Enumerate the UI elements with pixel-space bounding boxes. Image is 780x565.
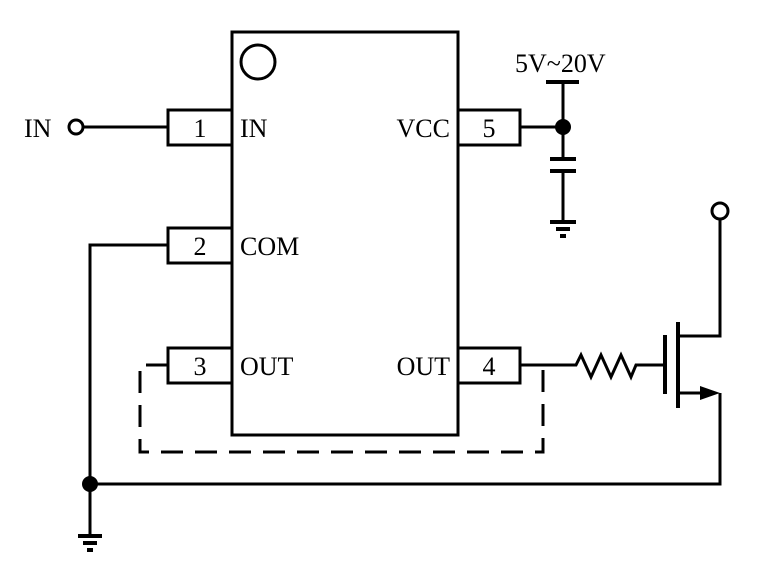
output-terminal	[710, 201, 730, 221]
pin-2-name: COM	[240, 232, 299, 261]
pin-1-number: 1	[194, 114, 207, 143]
pin-1: 1 IN	[166, 108, 268, 147]
input-terminal-label: IN	[24, 114, 52, 143]
capacitor-icon	[550, 157, 576, 173]
pin-3-number: 3	[194, 352, 207, 381]
input-terminal	[67, 118, 85, 136]
pin-5-name: VCC	[397, 114, 450, 143]
ground-icon	[78, 534, 102, 552]
pin-4-name: OUT	[397, 352, 451, 381]
pin-2: 2 COM	[166, 226, 299, 265]
ground-icon	[550, 220, 576, 238]
pin-5: 5 VCC	[397, 108, 522, 147]
pin-4-number: 4	[483, 352, 496, 381]
pin-4: 4 OUT	[397, 346, 522, 385]
pin-5-number: 5	[483, 114, 496, 143]
pin1-marker	[239, 43, 277, 81]
pin-3-name: OUT	[240, 352, 294, 381]
pin-2-number: 2	[194, 232, 207, 261]
resistor-icon	[520, 351, 664, 381]
pin-3: 3 OUT	[166, 346, 294, 385]
pin-1-name: IN	[240, 114, 268, 143]
junction-dot	[555, 119, 571, 135]
dashed-link	[138, 363, 545, 454]
supply-label: 5V~20V	[515, 49, 606, 78]
mosfet-icon	[90, 218, 722, 486]
com-wire	[88, 243, 168, 535]
